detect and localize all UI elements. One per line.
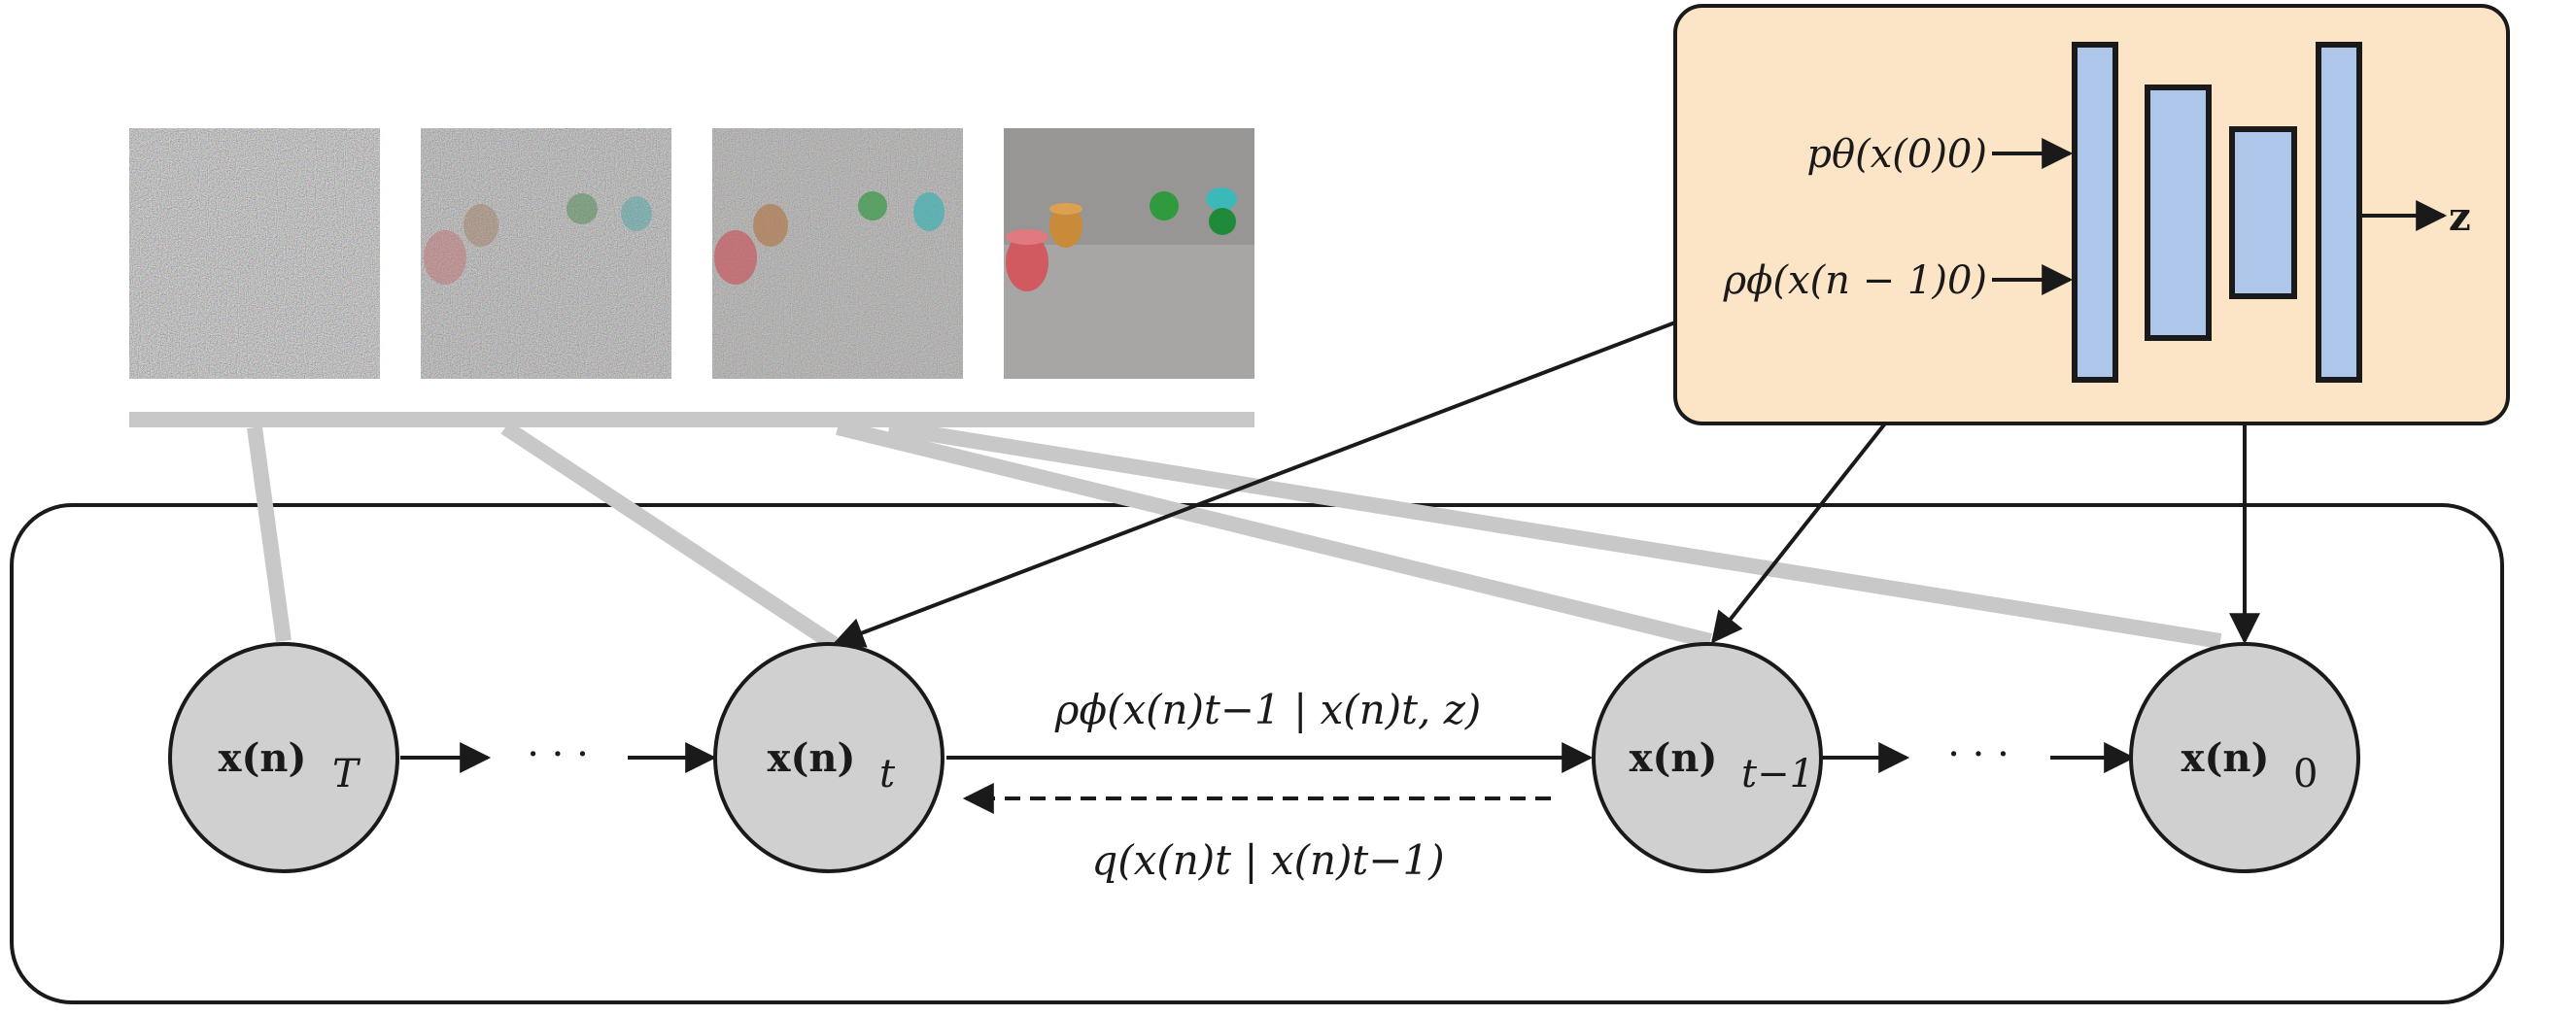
node-xT: x(n) T (168, 642, 399, 873)
network-to-node-arrows (833, 321, 2260, 648)
plate-container (10, 503, 2504, 1004)
node-xt-label: x(n) (768, 735, 856, 781)
network-input-top-label: pθ(x(0)0) (1806, 132, 1987, 177)
image-node-connectors (247, 420, 2222, 651)
encoder-layer-1 (2072, 42, 2118, 383)
node-xT-subscript: T (332, 752, 361, 796)
network-arrow-to-xt (833, 321, 1676, 648)
node-xT-label: x(n) (219, 735, 307, 781)
image-thumbnail-noise-high (421, 128, 671, 379)
encoder-layer-2 (2145, 85, 2212, 341)
chain-ellipsis-left: · · · (527, 732, 589, 777)
node-x0-label: x(n) (2181, 735, 2270, 781)
image-strip-bar (129, 412, 1254, 427)
chain-ellipsis-right: · · · (1947, 732, 2009, 777)
node-xt: x(n) t (713, 642, 945, 873)
node-xtm1: x(n) t−1 (1592, 642, 1823, 873)
chain-arrows (400, 742, 2136, 814)
decoder-layer-1 (2316, 42, 2362, 383)
node-x0-subscript: 0 (2293, 752, 2318, 796)
image-thumbnail-clean (1004, 128, 1254, 379)
node-xtm1-label: x(n) (1630, 735, 1718, 781)
connector-noise-mid (836, 420, 1712, 649)
node-xt-subscript: t (879, 752, 896, 796)
image-thumbnail-noise-mid (712, 128, 963, 379)
bottleneck-layer (2229, 126, 2297, 299)
network-arrow-to-xtm1 (1711, 422, 1887, 644)
connector-noise-high (500, 421, 839, 651)
forward-edge-label: ρϕ(x(n)t−1 | x(n)t, z) (1054, 686, 1481, 733)
node-x0: x(n) 0 (2129, 642, 2360, 873)
network-output-label: z (2449, 194, 2471, 240)
denoising-network: pθ(x(0)0) ρϕ(x(n − 1)0) z (1673, 4, 2510, 425)
image-thumbnail-noise-full (129, 128, 380, 379)
node-xtm1-subscript: t−1 (1741, 752, 1814, 796)
connector-clean (887, 420, 2222, 649)
backward-edge-label: q(x(n)t | x(n)t−1) (1091, 836, 1444, 884)
image-strip (129, 128, 1254, 379)
connector-noise-full (247, 425, 292, 643)
network-input-bottom-label: ρϕ(x(n − 1)0) (1723, 258, 1987, 303)
